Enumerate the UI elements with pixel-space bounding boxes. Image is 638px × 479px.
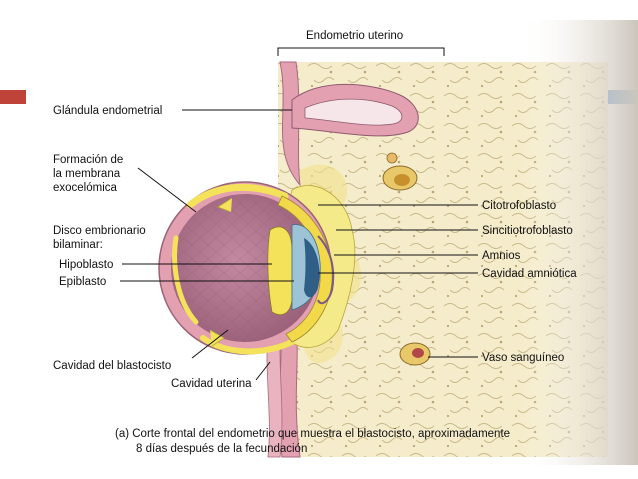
blood-vessel-small bbox=[386, 152, 398, 164]
leader-formacion bbox=[137, 167, 197, 213]
amnion bbox=[317, 235, 335, 305]
label-formacion-line3: exocelómica bbox=[53, 182, 118, 194]
amniotic-cavity bbox=[304, 238, 320, 298]
label-sincitiotrofoblasto: Sincitiotrofoblasto bbox=[482, 225, 573, 237]
label-disco-line2: bilaminar: bbox=[53, 239, 103, 251]
blood-vessel-upper bbox=[382, 165, 418, 191]
page-edge-shadow bbox=[520, 20, 638, 465]
label-endometrio-uterino: Endometrio uterino bbox=[306, 30, 403, 42]
label-amnios: Amnios bbox=[482, 250, 521, 262]
slide-marker-left bbox=[0, 90, 26, 104]
label-hipoblasto: Hipoblasto bbox=[59, 259, 113, 271]
label-cavidad-uterina: Cavidad uterina bbox=[171, 378, 252, 390]
caption-line2: 8 días después de la fecundación bbox=[136, 443, 307, 455]
label-citotrofoblasto: Citotrofoblasto bbox=[482, 200, 556, 212]
hypoblast bbox=[267, 226, 293, 316]
caption-line1: (a) Corte frontal del endometrio que mue… bbox=[115, 428, 510, 440]
label-cavidad-blastocisto: Cavidad del blastocisto bbox=[53, 360, 171, 372]
label-epiblasto: Epiblasto bbox=[59, 276, 106, 288]
label-formacion-line1: Formación de bbox=[53, 154, 123, 166]
endometrial-gland bbox=[291, 83, 419, 137]
label-glandula-endometrial: Glándula endometrial bbox=[53, 105, 162, 117]
blood-vessel-lower bbox=[399, 342, 431, 366]
leader-cavidad-blastocisto bbox=[191, 329, 229, 359]
label-formacion-line2: la membrana bbox=[53, 168, 121, 180]
leader-cavidad-uterina bbox=[255, 361, 271, 381]
surface-epithelium bbox=[278, 61, 301, 458]
label-vaso-sanguineo: Vaso sanguíneo bbox=[482, 352, 564, 364]
label-cavidad-amniotica: Cavidad amniótica bbox=[482, 268, 577, 280]
label-disco-line1: Disco embrionario bbox=[53, 225, 146, 237]
endometrium-bracket bbox=[277, 47, 445, 56]
